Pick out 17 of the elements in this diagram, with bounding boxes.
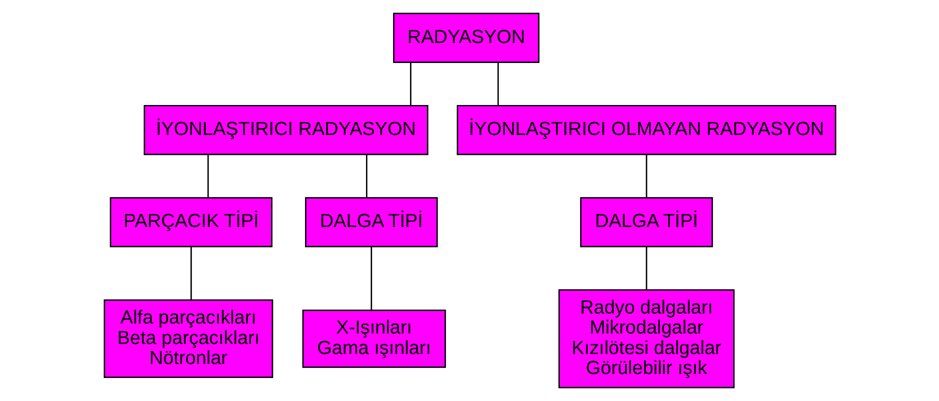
- connector: [410, 62, 411, 106]
- node-box: Radyo dalgaları Mikrodalgalar Kızılötesi dalgalar Görülebilir ışık: [558, 289, 734, 388]
- connector: [365, 154, 367, 198]
- node-box: Alfa parçacıkları Beta parçacıkları Nötronlar: [103, 299, 273, 378]
- connector: [206, 154, 208, 198]
- node-box: İYONLAŞTIRICI RADYASYON: [143, 104, 428, 156]
- connector: [496, 62, 498, 106]
- node-box: X-Işınları Gama ışınları: [302, 310, 446, 368]
- node-box: DALGA TİPİ: [580, 197, 712, 248]
- node-box: PARÇACIK TİPİ: [109, 197, 272, 248]
- connector: [645, 246, 647, 290]
- node-box: İYONLAŞTIRICI OLMAYAN RADYASYON: [456, 104, 836, 156]
- node-box: DALGA TİPİ: [304, 197, 438, 248]
- connector: [370, 246, 372, 310]
- node-box: RADYASYON: [392, 12, 539, 63]
- connector: [190, 246, 192, 300]
- connector: [645, 154, 647, 198]
